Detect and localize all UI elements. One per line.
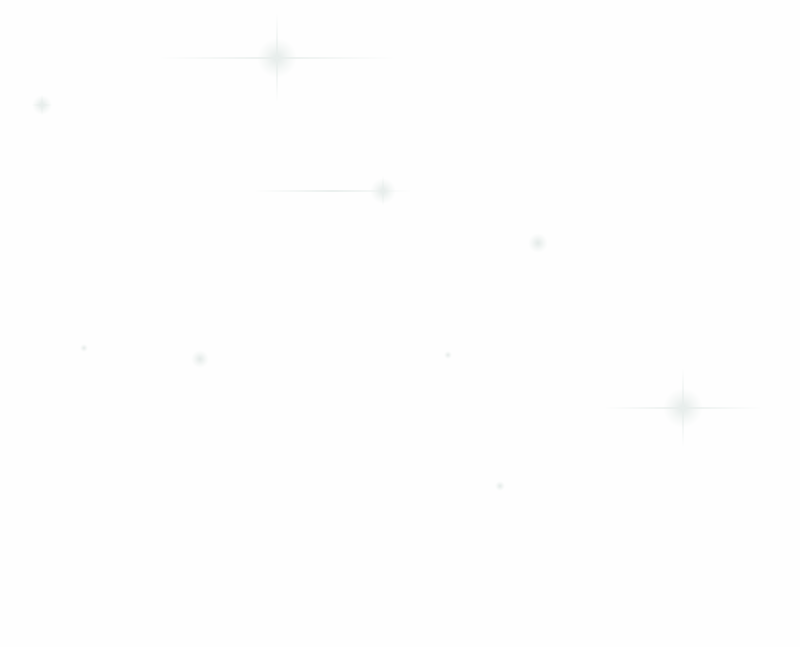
background-canvas: [32, 13, 763, 491]
